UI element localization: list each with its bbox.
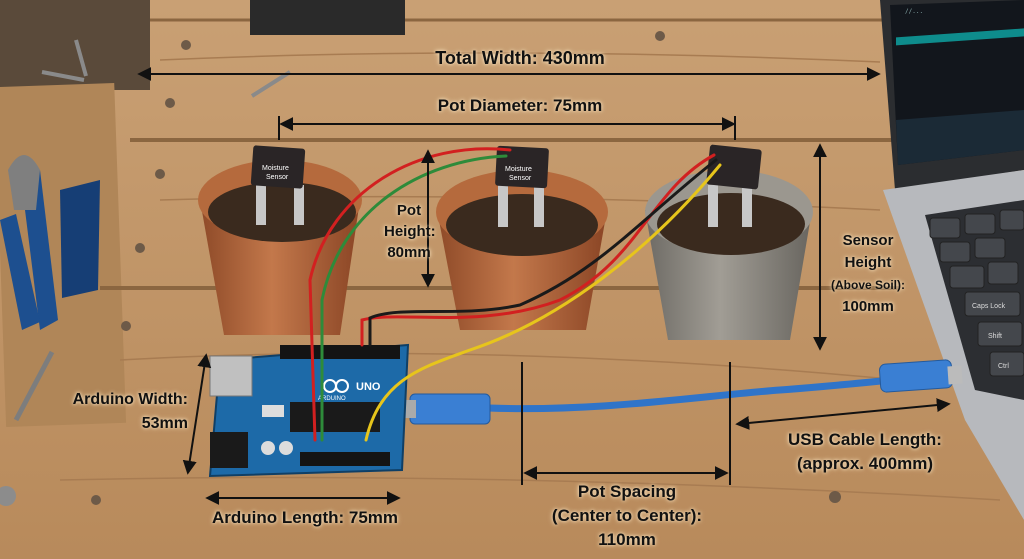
usb-cable	[404, 359, 963, 425]
sensor-height-label: Sensor Height (Above Soil): 100mm	[822, 230, 914, 318]
sensor-height-line-4: 100mm	[842, 298, 894, 315]
pot-height-label: Pot Height: 80mm	[384, 200, 436, 263]
laptop: Caps Lock Shift Ctrl	[880, 0, 1024, 520]
pot-spacing-line-2: (Center to Center):	[551, 506, 703, 525]
pot-2	[436, 170, 608, 330]
laptop-code-text: //...	[905, 8, 924, 15]
pot-height-line-3: 80mm	[387, 244, 431, 261]
pot-diameter-label: Pot Diameter: 75mm	[437, 96, 603, 115]
pot-1	[198, 160, 362, 335]
pot-height-line-2: Height:	[384, 223, 436, 240]
laptop-key-shift: Shift	[988, 333, 1002, 340]
board-uno-text: UNO	[356, 381, 381, 393]
moisture-sensor-2: Moisture Sensor	[495, 145, 549, 227]
sensor-wires	[308, 147, 722, 442]
arduino-length-label: Arduino Length: 75mm	[211, 508, 399, 527]
arduino-width-line-2: 53mm	[141, 415, 188, 432]
board-arduino-text: ARDUINO	[318, 396, 346, 402]
arduino-width-line-1: Arduino Width:	[72, 391, 188, 408]
laptop-key-ctrl: Ctrl	[998, 363, 1009, 370]
pot-3	[645, 170, 813, 340]
sensor-label-line-2: Sensor	[509, 175, 532, 182]
sensor-label-line-1: Moisture	[262, 165, 289, 172]
pot-spacing-label: Pot Spacing (Center to Center): 110mm	[520, 480, 734, 552]
moisture-sensor-1: Moisture Sensor	[250, 145, 306, 225]
usb-length-label: USB Cable Length: (approx. 400mm)	[770, 428, 960, 476]
usb-length-line-2: (approx. 400mm)	[796, 454, 934, 473]
sensor-height-line-2: Height	[844, 254, 892, 271]
laptop-key-capslock: Caps Lock	[972, 303, 1006, 310]
arduino-board: UNO ARDUINO	[208, 343, 410, 478]
arduino-width-label: Arduino Width: 53mm	[50, 388, 188, 436]
usb-length-line-1: USB Cable Length:	[788, 430, 942, 449]
sensor-label-line-1: Moisture	[505, 166, 532, 173]
moisture-sensor-3	[706, 144, 762, 227]
total-width-label: Total Width: 430mm	[435, 48, 605, 68]
pot-height-line-1: Pot	[396, 202, 422, 219]
pot-spacing-line-1: Pot Spacing	[577, 482, 677, 501]
pot-spacing-line-3: 110mm	[598, 530, 656, 549]
sensor-height-line-1: Sensor	[842, 232, 894, 249]
pliers	[0, 155, 100, 506]
sensor-label-line-2: Sensor	[266, 174, 289, 181]
sensor-height-line-3: (Above Soil):	[831, 278, 905, 292]
dimension-arrows	[137, 67, 951, 505]
